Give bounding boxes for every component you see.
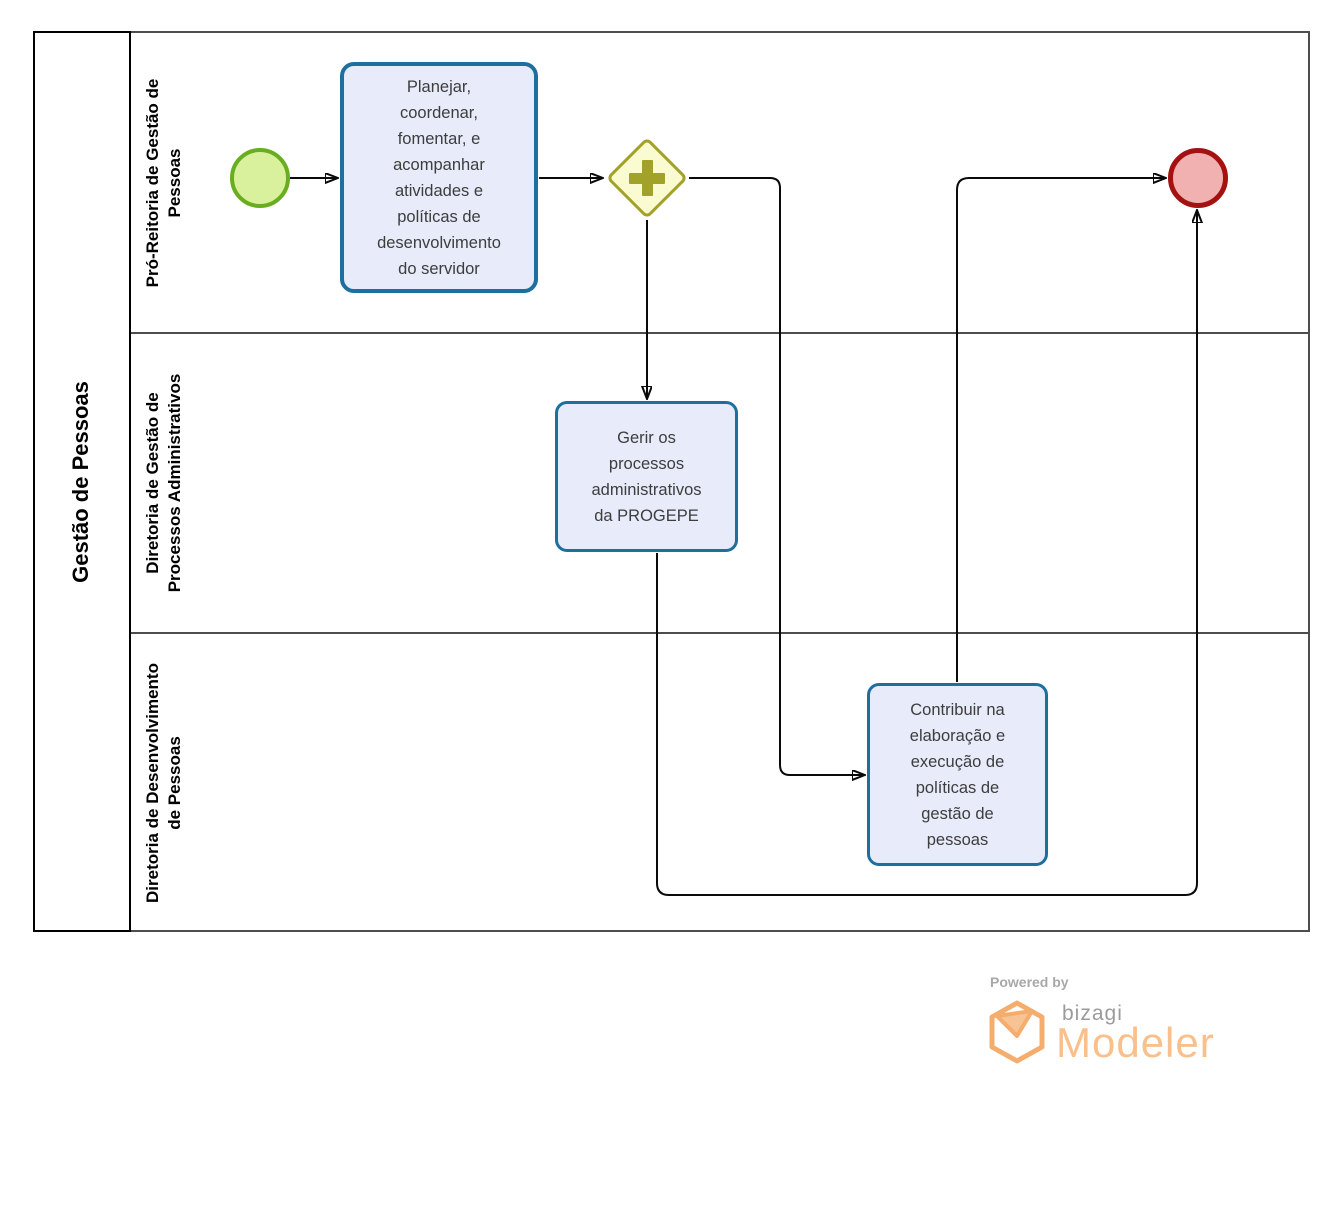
end-event [1168, 148, 1228, 208]
bizagi-hexagon-icon [989, 1000, 1045, 1064]
bizagi-wordmark: bizagi [1062, 1002, 1123, 1025]
task-gerir: Gerir os processos administrativos da PR… [555, 401, 738, 552]
lane-label: Pró-Reitoria de Gestão de Pessoas [142, 78, 184, 287]
lane-diretoria-desenvolvimento: Diretoria de Desenvolvimento de Pessoas [131, 634, 1308, 932]
task-contribuir: Contribuir na elaboração e execução de p… [867, 683, 1048, 866]
start-event [230, 148, 290, 208]
pool-header: Gestão de Pessoas [33, 31, 131, 932]
lane-label: Diretoria de Desenvolvimento de Pessoas [142, 663, 184, 903]
task-planejar: Planejar, coordenar, fomentar, e acompan… [340, 62, 538, 293]
powered-by-label: Powered by [990, 974, 1069, 990]
pool-title: Gestão de Pessoas [68, 380, 94, 583]
lane-label: Diretoria de Gestão de Processos Adminis… [142, 373, 184, 593]
modeler-wordmark: Modeler [1056, 1019, 1215, 1066]
lane-pro-reitoria: Pró-Reitoria de Gestão de Pessoas [131, 33, 1308, 334]
